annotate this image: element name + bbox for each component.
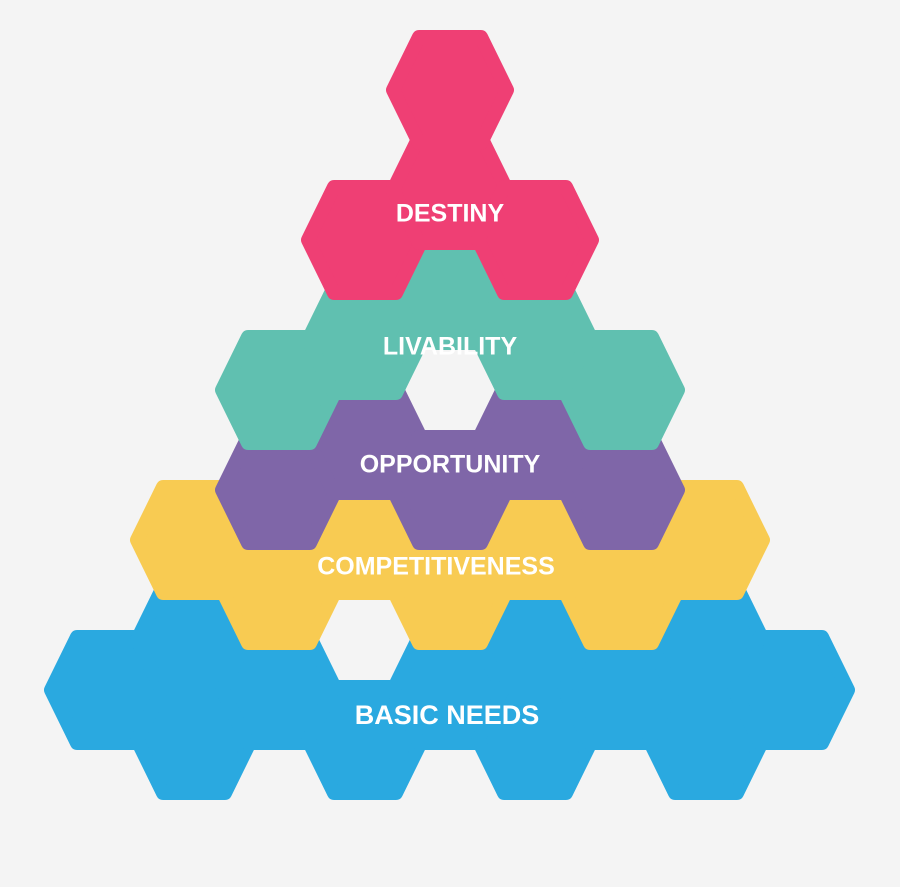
level-label-destiny: DESTINY xyxy=(396,200,505,228)
label-layer: DESTINY LIVABILITY OPPORTUNITY COMPETITI… xyxy=(317,200,555,731)
level-label-competitiveness: COMPETITIVENESS xyxy=(317,553,555,581)
level-label-basic-needs: BASIC NEEDS xyxy=(355,700,540,730)
hexagon-livability xyxy=(557,330,685,450)
level-label-livability: LIVABILITY xyxy=(383,333,518,361)
level-label-opportunity: OPPORTUNITY xyxy=(360,451,541,479)
hexagon-layer xyxy=(44,30,855,800)
hexagon-basic-needs xyxy=(727,630,855,750)
level-livability-cluster xyxy=(215,230,685,450)
level-opportunity-cluster xyxy=(215,380,685,550)
level-basic-needs-cluster xyxy=(44,580,855,800)
hexagon-destiny xyxy=(471,180,599,300)
level-destiny-cluster xyxy=(301,30,599,300)
hexagon-opportunity xyxy=(557,430,685,550)
hexagon-destiny xyxy=(386,30,514,150)
